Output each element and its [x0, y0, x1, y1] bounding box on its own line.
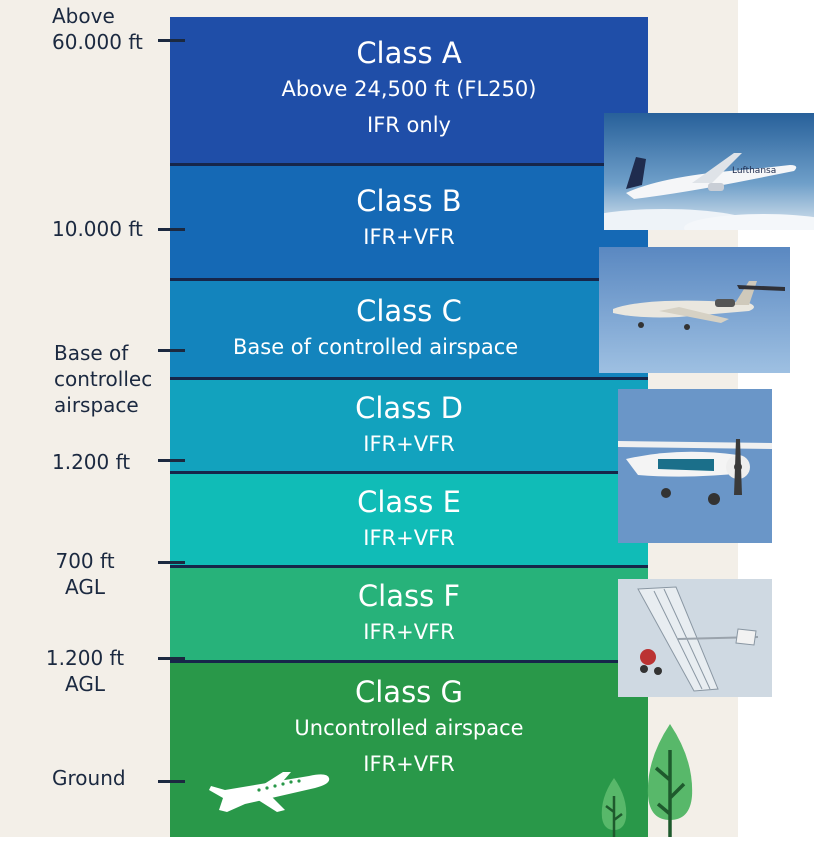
altitude-label-1200-agl: 1.200 ft AGL	[45, 646, 125, 696]
class-a-desc: Above 24,500 ft (FL250)	[281, 77, 537, 101]
ultralight-photo	[618, 579, 772, 697]
altitude-tick	[158, 657, 185, 660]
divider-f-g	[170, 660, 648, 663]
altitude-label-700-agl: 700 ft AGL	[55, 549, 115, 599]
class-g-band: Class G Uncontrolled airspace IFR+VFR	[170, 661, 648, 837]
class-g-title: Class G	[355, 675, 463, 709]
class-e-band: Class E IFR+VFR	[170, 472, 648, 566]
divider-b-c	[170, 278, 648, 281]
class-c-desc: Base of controlled airspace	[233, 335, 519, 359]
cessna-photo	[618, 389, 772, 543]
altitude-label-above-60000: Above 60.000 ft	[52, 4, 143, 54]
class-g-desc: Uncontrolled airspace	[294, 716, 524, 740]
altitude-label-1200: 1.200 ft	[52, 450, 131, 474]
class-d-band: Class D IFR+VFR	[170, 378, 648, 472]
class-c-band: Class C Base of controlled airspace	[170, 279, 648, 378]
altitude-label-ground: Ground	[52, 766, 126, 790]
divider-c-d	[170, 377, 648, 380]
class-d-rule: IFR+VFR	[363, 432, 455, 456]
divider-d-e	[170, 471, 648, 474]
altitude-tick	[158, 228, 185, 231]
class-d-title: Class D	[355, 391, 463, 425]
class-f-rule: IFR+VFR	[363, 620, 455, 644]
business-jet-photo	[599, 247, 790, 373]
class-g-rule: IFR+VFR	[363, 752, 455, 776]
tree-icon	[598, 776, 630, 837]
class-e-rule: IFR+VFR	[363, 526, 455, 550]
altitude-tick	[158, 39, 185, 42]
altitude-label-base-controlled: Base of controllec airspace	[54, 341, 153, 417]
class-c-title: Class C	[356, 294, 462, 328]
altitude-tick	[158, 349, 185, 352]
altitude-tick	[158, 459, 185, 462]
altitude-tick	[158, 780, 185, 783]
class-e-title: Class E	[357, 485, 461, 519]
class-a-title: Class A	[356, 36, 462, 70]
class-f-title: Class F	[357, 579, 461, 613]
divider-e-f	[170, 565, 648, 568]
altitude-tick	[158, 561, 185, 564]
divider-a-b	[170, 163, 648, 166]
class-a-rule: IFR only	[367, 113, 451, 137]
class-b-title: Class B	[356, 184, 462, 218]
svg-text:Lufthansa: Lufthansa	[732, 166, 776, 176]
tree-icon	[640, 720, 700, 837]
class-b-band: Class B IFR+VFR	[170, 164, 648, 279]
class-b-rule: IFR+VFR	[363, 225, 455, 249]
class-f-band: Class F IFR+VFR	[170, 566, 648, 661]
altitude-label-10000: 10.000 ft	[52, 217, 143, 241]
class-a-band: Class A Above 24,500 ft (FL250) IFR only	[170, 17, 648, 164]
airliner-photo: Lufthansa	[604, 113, 814, 230]
airplane-icon	[205, 768, 333, 818]
